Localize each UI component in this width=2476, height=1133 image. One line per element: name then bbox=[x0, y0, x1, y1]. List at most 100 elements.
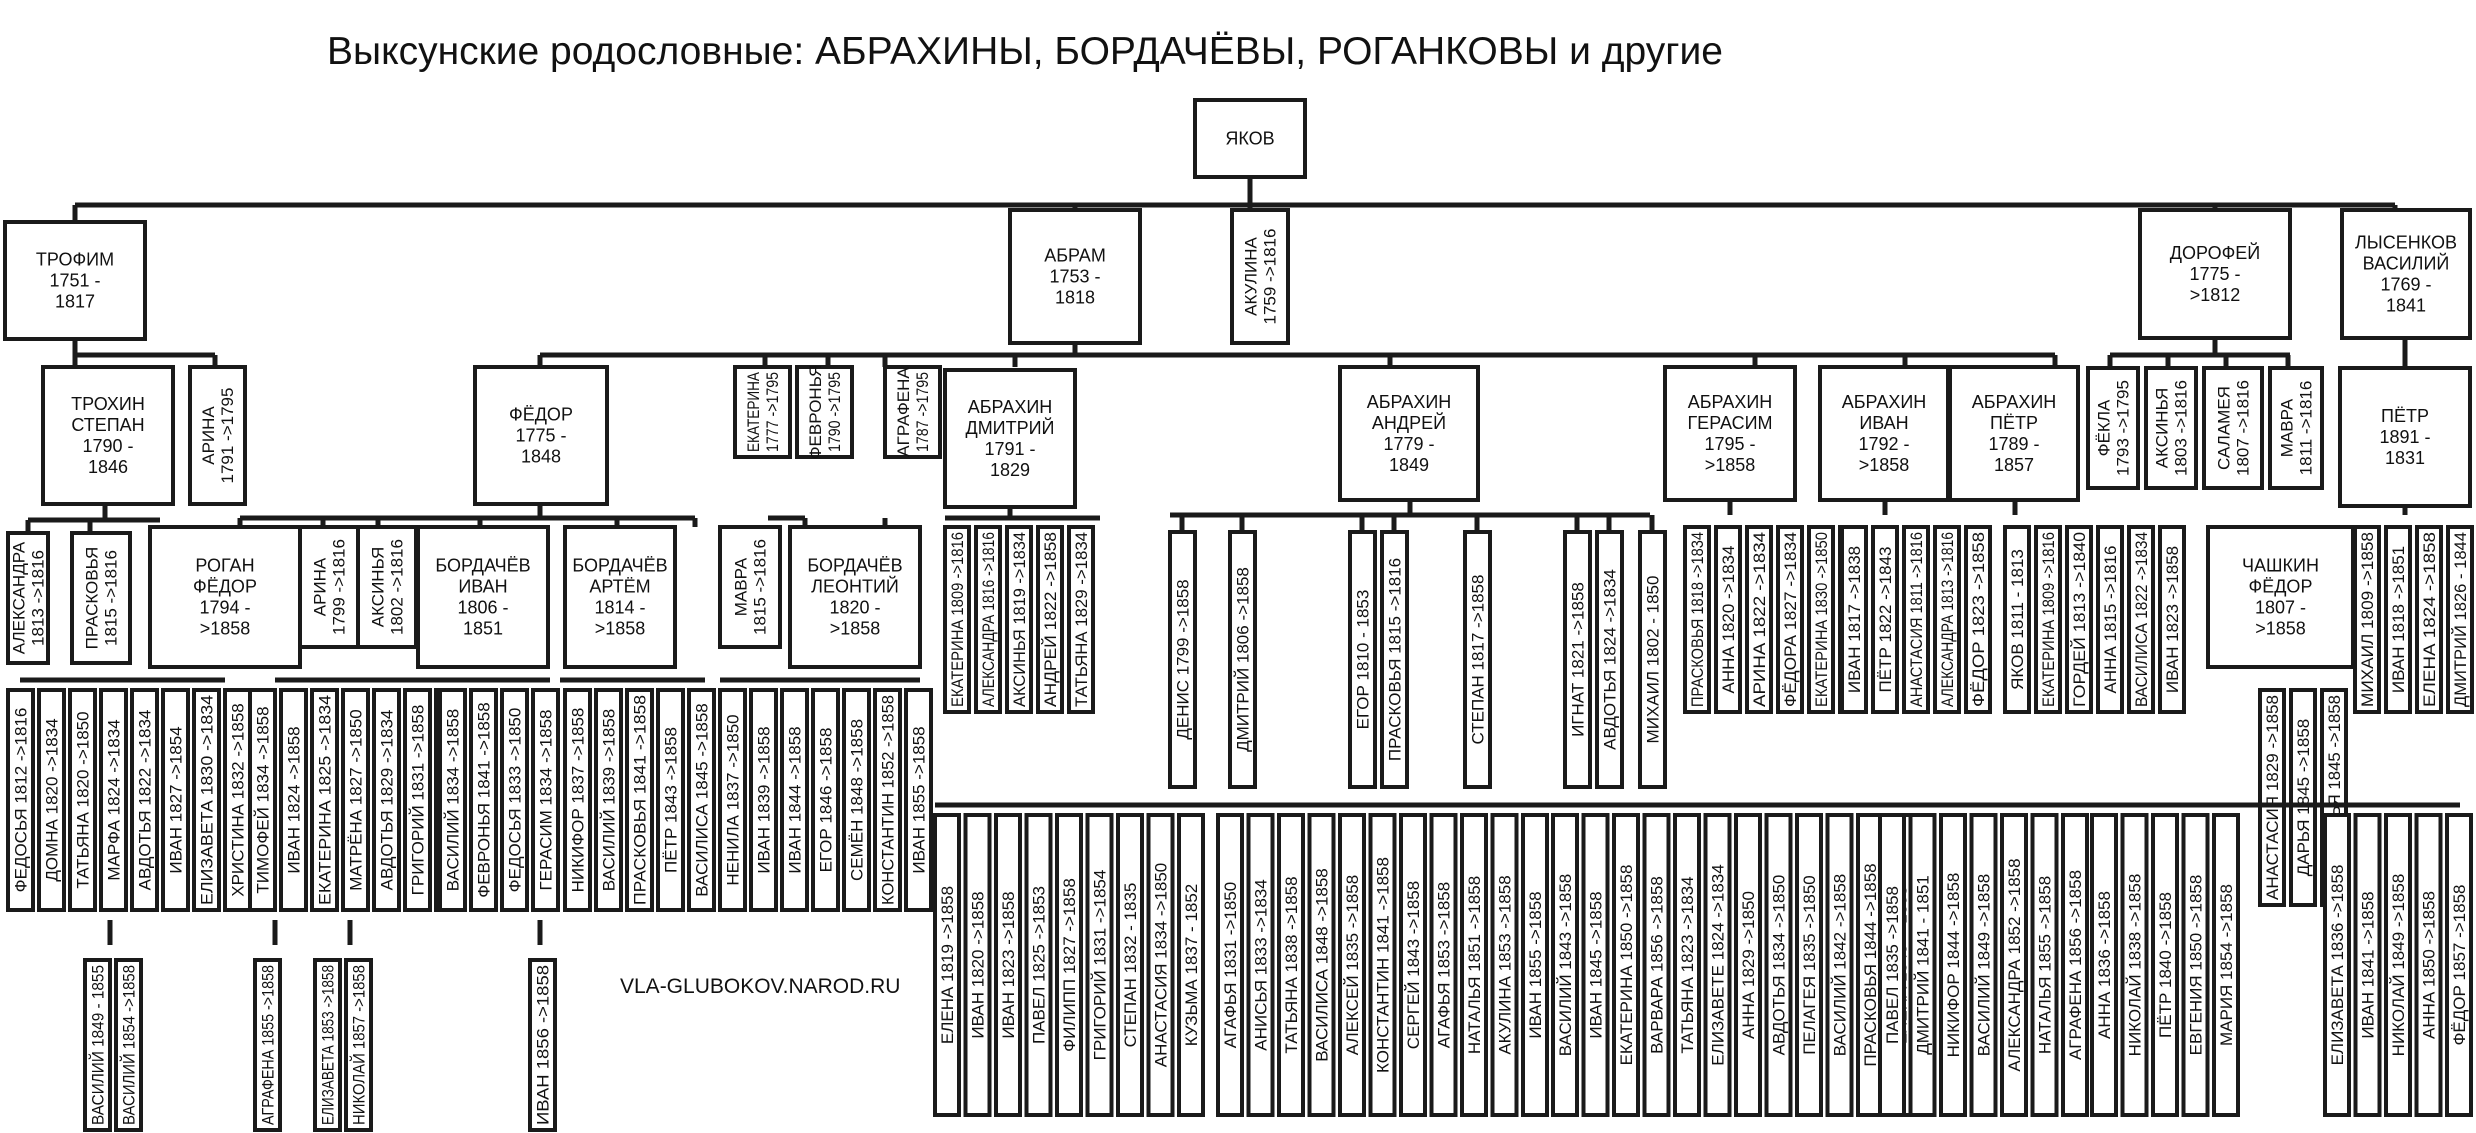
person-text: АКСИНЬЯ bbox=[369, 547, 388, 628]
person-text: ЕГОР 1810 - 1853 bbox=[1354, 590, 1373, 730]
person-box-татьяна-1823-1834: ТАТЬЯНА 1823 ->1834 bbox=[1673, 813, 1701, 1117]
person-text: 1775 - bbox=[515, 426, 566, 446]
person-box-александра-1816-1816: АЛЕКСАНДРА 1816 ->1816 bbox=[974, 525, 1002, 714]
person-text: ДМИТРИЙ 1841 - 1851 bbox=[1914, 875, 1933, 1055]
person-text: ФЁДОР bbox=[509, 405, 573, 425]
person-text: ВАСИЛИЙ 1834 ->1858 bbox=[444, 709, 463, 892]
person-text: БОРДАЧЁВ bbox=[807, 556, 902, 576]
person-text: АНАСТАСИЯ 1811 ->1816 bbox=[1907, 532, 1926, 707]
person-text: МИХАИЛ 1802 - 1850 bbox=[1644, 576, 1663, 744]
person-text: ЯКОВ 1811 - 1813 bbox=[2008, 549, 2027, 690]
person-text: ИВАН 1845 ->1858 bbox=[1587, 891, 1606, 1038]
person-text: ИВАН 1839 ->1858 bbox=[755, 726, 774, 873]
person-box-февронья-1841-1858: ФЕВРОНЬЯ 1841 ->1858 bbox=[469, 688, 498, 912]
person-text: ЕКАТЕРИНА 1809 ->1816 bbox=[948, 532, 967, 707]
person-box-екатерина-1809-1816: ЕКАТЕРИНА 1809 ->1816 bbox=[2034, 525, 2062, 714]
person-box-елизавете-1824-1834: ЕЛИЗАВЕТЕ 1824 ->1834 bbox=[1703, 813, 1732, 1117]
person-box-иван-1841-1858: ИВАН 1841 ->1858 bbox=[2353, 813, 2382, 1117]
person-text: ИВАН bbox=[1859, 413, 1908, 433]
person-box-пётр-1840-1858: ПЁТР 1840 ->1858 bbox=[2151, 813, 2179, 1117]
person-text: 1753 - bbox=[1049, 267, 1100, 287]
person-text: ГРИГОРИЙ 1831 ->1858 bbox=[409, 705, 428, 896]
person-box-павел-1835-1858: ПАВЕЛ 1835 ->1858 bbox=[1878, 813, 1906, 1117]
person-text: 1792 - bbox=[1858, 434, 1909, 454]
person-box-василиса-1845-1858: ВАСИЛИСА 1845 ->1858 bbox=[687, 688, 716, 912]
person-text: СТЕПАН 1832 - 1835 bbox=[1121, 883, 1140, 1048]
person-text: ЕКАТЕРИНА 1830 ->1850 bbox=[1812, 532, 1831, 707]
person-box-евгения-1850-1858: ЕВГЕНИЯ 1850 ->1858 bbox=[2181, 813, 2210, 1117]
person-text: ВАСИЛИЙ 1849 ->1858 bbox=[1975, 874, 1994, 1057]
person-box-иван-1820-1858: ИВАН 1820 ->1858 bbox=[963, 813, 992, 1117]
person-text: ВАСИЛИСА 1845 ->1858 bbox=[693, 703, 712, 897]
person-text: АЛЕКСАНДРА 1813 ->1816 bbox=[1938, 532, 1957, 707]
person-text: 1790 ->1795 bbox=[825, 372, 844, 452]
person-text: НЕНИЛА 1837 ->1850 bbox=[724, 714, 743, 885]
person-box-иван-1839-1858: ИВАН 1839 ->1858 bbox=[749, 688, 778, 912]
person-text: ФЕВРОНЬЯ 1841 ->1858 bbox=[475, 702, 494, 897]
person-box-никифор-1837-1858: НИКИФОР 1837 ->1858 bbox=[563, 688, 592, 912]
person-text: 1759 ->1816 bbox=[1261, 229, 1280, 325]
person-box-иван-1845-1858: ИВАН 1845 ->1858 bbox=[1581, 813, 1610, 1117]
person-text: ПРАСКОВЬЯ 1841 ->1858 bbox=[631, 695, 650, 905]
person-box-степан-1817-1858: СТЕПАН 1817 ->1858 bbox=[1463, 530, 1492, 789]
person-box-елена-1819-1858: ЕЛЕНА 1819 ->1858 bbox=[933, 813, 961, 1117]
person-box-татьяна-1838-1858: ТАТЬЯНА 1838 ->1858 bbox=[1277, 813, 1305, 1117]
person-text: ЕЛЕНА 1819 ->1858 bbox=[938, 886, 957, 1044]
person-box-герасим-1834-1858: ГЕРАСИМ 1834 ->1858 bbox=[531, 688, 560, 912]
person-text: ФЁДОР 1823 ->1858 bbox=[1969, 532, 1988, 707]
person-text: МАВРА bbox=[2278, 398, 2297, 457]
person-box-анна-1850-1858: АННА 1850 ->1858 bbox=[2414, 813, 2443, 1117]
person-text: НАТАЛЬЯ 1851 ->1858 bbox=[1465, 876, 1484, 1054]
person-text: 1791 ->1795 bbox=[218, 388, 237, 484]
person-text: ГРИГОРИЙ 1831 ->1854 bbox=[1091, 870, 1110, 1061]
person-text: ФИЛИПП 1827 ->1858 bbox=[1060, 878, 1079, 1052]
person-box-агафья-1831-1850: АГАФЬЯ 1831 ->1850 bbox=[1216, 813, 1244, 1117]
person-box-александра-1813-1816: АЛЕКСАНДРА 1813 ->1816 bbox=[1933, 525, 1961, 714]
person-text: ЕЛИЗАВЕТА 1836 ->1858 bbox=[2328, 865, 2347, 1066]
person-text: ПАВЕЛ 1835 ->1858 bbox=[1883, 886, 1902, 1044]
person-box-аграфена-1856-1858: АГРАФЕНА 1856 ->1858 bbox=[2061, 813, 2089, 1117]
person-box-гордей-1813-1840: ГОРДЕЙ 1813 ->1840 bbox=[2065, 525, 2093, 714]
person-box-алексей-1835-1858: АЛЕКСЕЙ 1835 ->1858 bbox=[1338, 813, 1366, 1117]
person-box-дмитрий-1841-1851: ДМИТРИЙ 1841 - 1851 bbox=[1908, 813, 1937, 1117]
person-text: 1794 - bbox=[199, 598, 250, 618]
person-text: АРТЁМ bbox=[589, 577, 650, 597]
person-text: ДОРОФЕЙ bbox=[2170, 242, 2260, 263]
person-box-фёдора-1827-1834: ФЁДОРА 1827 ->1834 bbox=[1776, 525, 1804, 714]
person-text: 1799 ->1816 bbox=[330, 539, 349, 635]
person-text: НИКИФОР 1844 ->1858 bbox=[1944, 873, 1963, 1058]
person-box-иван-1818-1851: ИВАН 1818 ->1851 bbox=[2384, 525, 2412, 714]
person-text: ИВАН 1823 ->1858 bbox=[2163, 546, 2182, 693]
person-text: ЛЫСЕНКОВ bbox=[2355, 233, 2457, 253]
person-text: АГАФЬЯ 1853 ->1858 bbox=[1435, 882, 1454, 1048]
person-text: МИХАИЛ 1809 ->1858 bbox=[2358, 532, 2377, 707]
person-text: 1807 - bbox=[2255, 598, 2306, 618]
person-text: АРИНА bbox=[311, 557, 330, 616]
person-text: 1848 bbox=[521, 447, 561, 467]
person-box-федосья-1833-1850: ФЕДОСЬЯ 1833 ->1850 bbox=[500, 688, 529, 912]
person-box-прасковья-1815-1816: ПРАСКОВЬЯ 1815 ->1816 bbox=[1380, 530, 1409, 789]
person-text: ПРАСКОВЬЯ bbox=[83, 547, 102, 650]
person-box-григорий-1831-1858: ГРИГОРИЙ 1831 ->1858 bbox=[403, 688, 432, 912]
person-text: ЕКАТЕРИНА 1809 ->1816 bbox=[2039, 532, 2058, 707]
person-text: МАРФА 1824 ->1834 bbox=[105, 719, 124, 880]
person-box-кузьма-1837-1852: КУЗЬМА 1837 - 1852 bbox=[1177, 813, 1205, 1117]
person-text: ПРАСКОВЬЯ 1815 ->1816 bbox=[1386, 558, 1405, 761]
person-text: АННА 1815 ->1816 bbox=[2101, 546, 2120, 694]
person-text: СТЕПАН bbox=[71, 415, 144, 435]
person-text: 1851 bbox=[463, 619, 503, 639]
person-box-дмитрий-1806-1858: ДМИТРИЙ 1806 ->1858 bbox=[1228, 530, 1257, 789]
